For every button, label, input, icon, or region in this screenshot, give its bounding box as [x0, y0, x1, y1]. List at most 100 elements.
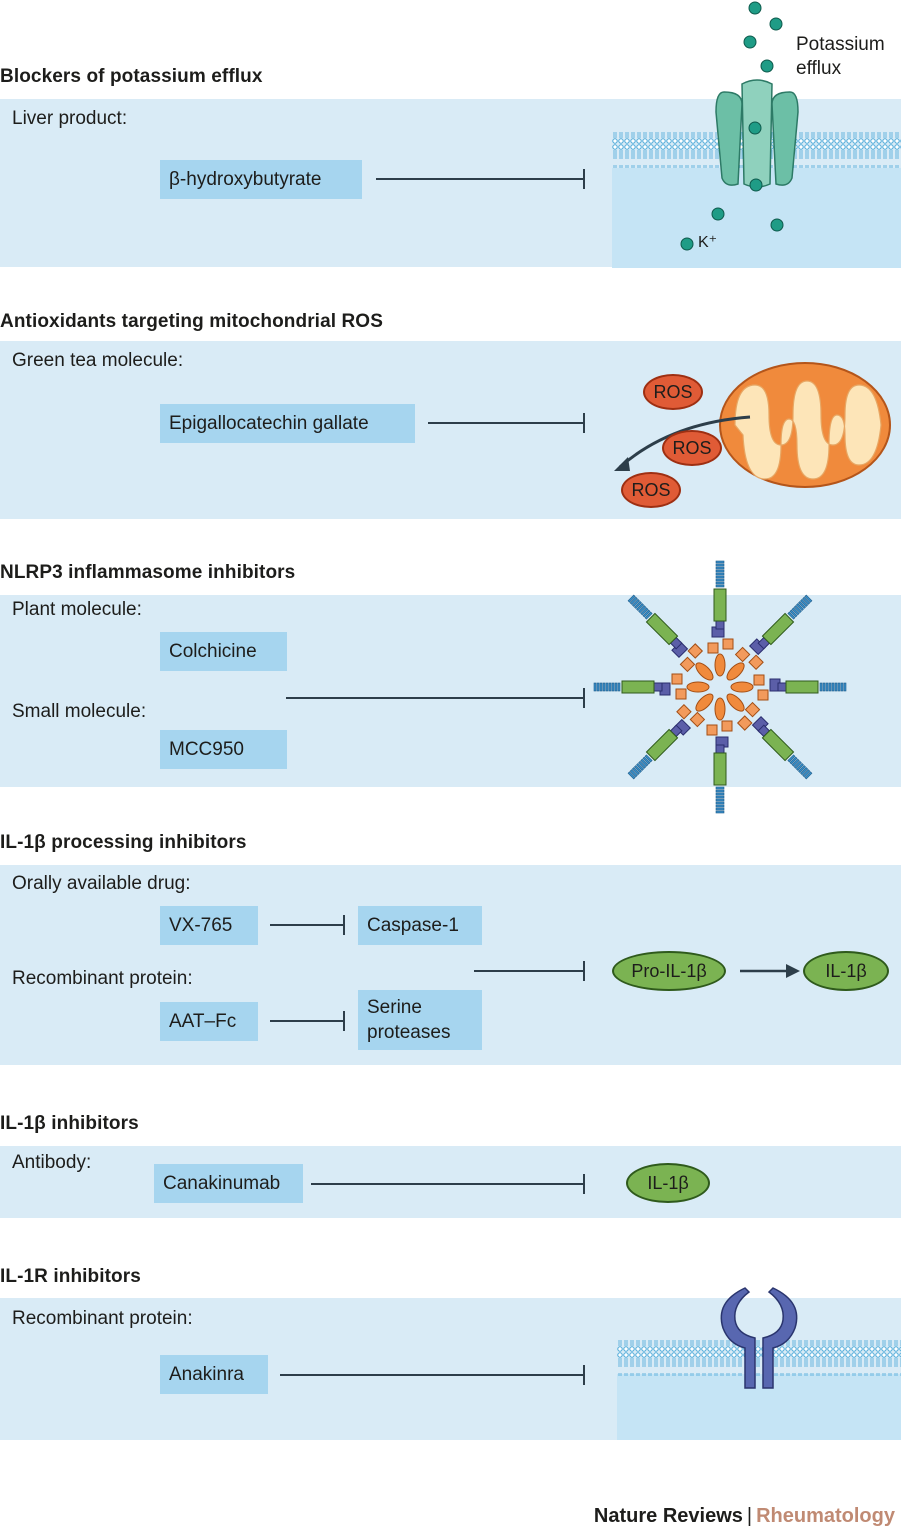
lrr-segment	[715, 810, 725, 814]
section-title-ros: Antioxidants targeting mitochondrial ROS	[0, 311, 383, 332]
lrr-segment	[644, 611, 653, 620]
credit-separator: |	[746, 1505, 753, 1527]
section-title-il1r: IL-1R inhibitors	[0, 1266, 141, 1287]
lrr-segment	[798, 765, 806, 773]
drug-box-mcc950: MCC950	[160, 730, 287, 769]
nacht-domain	[713, 588, 727, 622]
section-title-il1b: IL-1β inhibitors	[0, 1113, 139, 1134]
lrr-segment	[715, 795, 725, 799]
lrr-segment	[638, 760, 647, 769]
lrr-segment	[795, 762, 804, 771]
lrr-segment	[593, 682, 597, 692]
lrr-segment	[634, 601, 642, 609]
ros-badge-1: ROS	[643, 374, 703, 410]
target-line-1: Serine	[367, 997, 422, 1018]
lrr-segment	[602, 682, 606, 692]
asc-ellipse	[714, 653, 726, 677]
inhibition-arrow-vx765	[270, 915, 345, 935]
source-label-oral: Orally available drug:	[12, 873, 191, 894]
source-label-plant: Plant molecule:	[12, 599, 142, 620]
pro-il1b-oval: Pro-IL-1β	[612, 951, 726, 991]
lrr-segment	[800, 767, 809, 776]
lrr-segment	[715, 560, 725, 564]
section-title-nlrp3: NLRP3 inflammasome inhibitors	[0, 562, 296, 583]
inhibition-arrow-aatfc	[270, 1011, 345, 1031]
potassium-ions	[680, 1, 784, 251]
lrr-segment	[789, 609, 798, 618]
panel-nlrp3	[0, 595, 901, 787]
journal-name: Nature Reviews	[593, 1505, 743, 1527]
lrr-segment	[715, 581, 725, 585]
asc-ellipse	[726, 662, 745, 681]
nacht-domain	[645, 728, 679, 762]
nlrp3-arm	[627, 594, 714, 681]
lrr-segment	[825, 682, 829, 692]
drug-box-vx765: VX-765	[160, 906, 258, 945]
lrr-segment	[791, 607, 800, 616]
nacht-domain	[621, 680, 655, 694]
lrr-segment	[802, 596, 811, 605]
card-domain	[734, 646, 751, 663]
il1b-target-oval: IL-1β	[626, 1163, 710, 1203]
lrr-segment	[608, 682, 612, 692]
card-domain	[757, 689, 769, 701]
lrr-segment	[715, 798, 725, 802]
source-label-recombinant-2: Recombinant protein:	[12, 1308, 193, 1329]
asc-ellipse	[686, 681, 710, 693]
nlrp3-arm	[707, 560, 734, 677]
lrr-segment	[636, 762, 645, 771]
nlrp3-arm	[593, 673, 710, 700]
lrr-segment	[715, 804, 725, 808]
lrr-segment	[715, 801, 725, 805]
lrr-segment	[640, 758, 649, 767]
lrr-segment	[840, 682, 844, 692]
target-line-2: proteases	[367, 1022, 451, 1043]
lrr-segment	[715, 584, 725, 588]
lrr-segment	[599, 682, 603, 692]
source-label-recombinant-1: Recombinant protein:	[12, 968, 193, 989]
lrr-segment	[638, 605, 647, 614]
card-domain	[744, 701, 761, 718]
mitochondrion-icon	[719, 362, 891, 488]
lrr-segment	[787, 754, 796, 763]
efflux-label: Potassium efflux	[796, 34, 885, 79]
source-label-green-tea: Green tea molecule:	[12, 350, 184, 371]
card-domain	[689, 711, 706, 728]
card-domain	[687, 643, 704, 659]
card-domain	[722, 638, 734, 650]
lrr-segment	[791, 758, 800, 767]
lrr-segment	[715, 807, 725, 811]
conversion-arrow	[740, 964, 800, 978]
journal-subject: Rheumatology	[756, 1505, 895, 1527]
lrr-segment	[715, 566, 725, 570]
lrr-segment	[822, 682, 826, 692]
card-domain	[675, 688, 687, 700]
lrr-segment	[793, 760, 802, 769]
lrr-segment	[828, 682, 832, 692]
inhibition-arrow-egcg	[428, 413, 585, 433]
lrr-segment	[834, 682, 838, 692]
panel-il1b	[0, 1146, 901, 1218]
lrr-segment	[611, 682, 615, 692]
lrr-segment	[644, 754, 653, 763]
card-domain	[707, 642, 719, 654]
drug-box-anakinra: Anakinra	[160, 1355, 268, 1394]
lrr-segment	[715, 575, 725, 579]
nlrp3-inflammasome-illustration	[593, 560, 847, 814]
ion-label: K⁺	[698, 234, 718, 251]
potassium-channel-icon	[715, 79, 799, 188]
source-label-small: Small molecule:	[12, 701, 147, 722]
pyd-domain	[653, 682, 663, 692]
lrr-segment	[617, 682, 621, 692]
inhibition-arrow-processing	[474, 961, 585, 981]
lrr-segment	[795, 603, 804, 612]
asc-ellipse	[730, 681, 754, 693]
lrr-segment	[804, 594, 813, 603]
card-domain	[748, 654, 764, 671]
inhibition-arrow-anakinra	[280, 1365, 585, 1385]
lrr-segment	[640, 607, 649, 616]
asc-ellipse	[695, 693, 714, 712]
card-domain	[679, 656, 696, 673]
journal-credit: Nature Reviews|Rheumatology	[594, 1505, 895, 1528]
drug-box-colchicine: Colchicine	[160, 632, 287, 671]
